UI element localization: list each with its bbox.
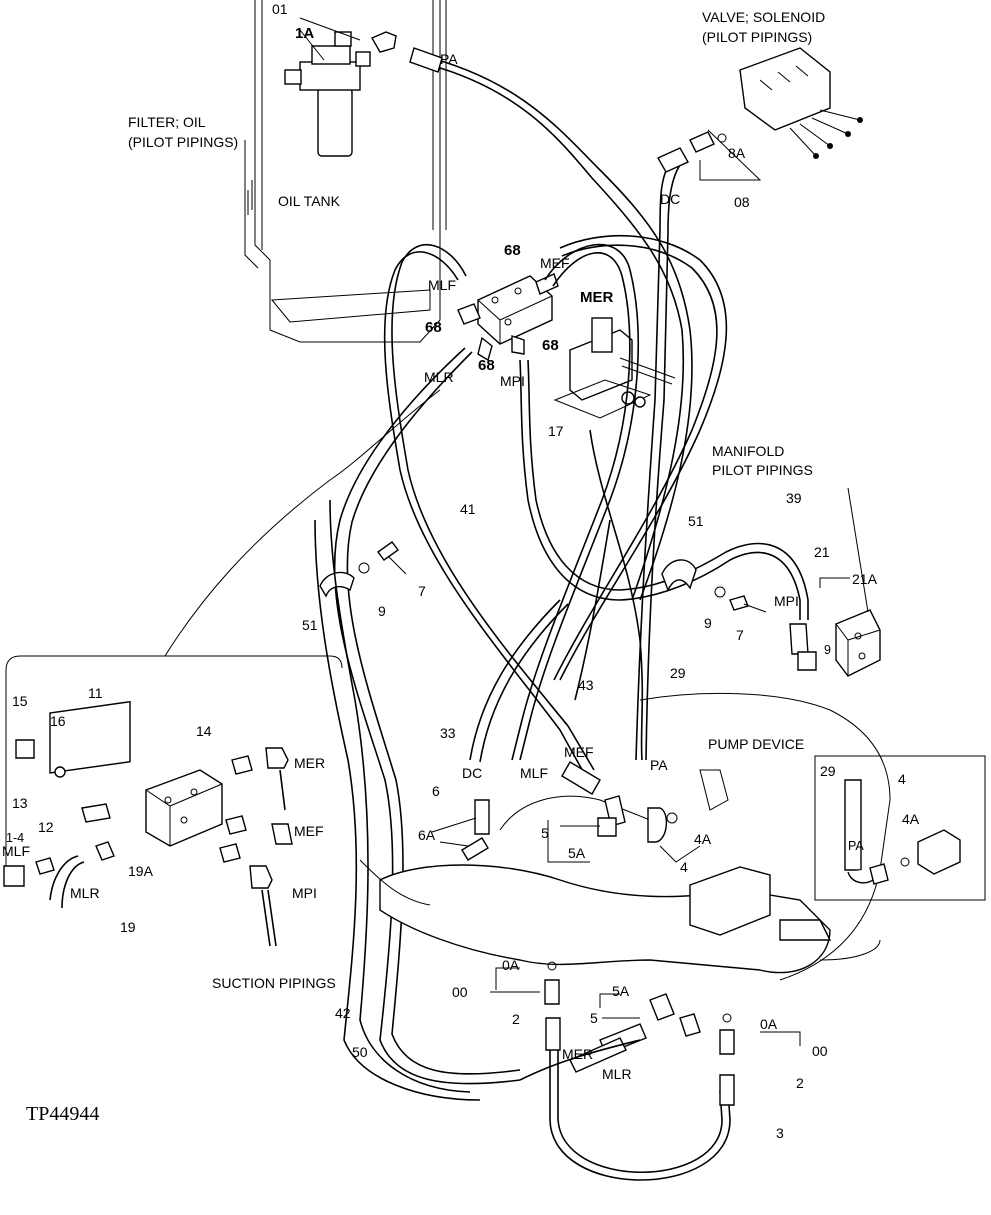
inset-callout-4A: 4A: [902, 811, 920, 827]
pump-device: [359, 692, 891, 981]
callout-MER-low: MER: [562, 1046, 593, 1062]
callout-68-d: 68: [542, 337, 559, 354]
callout-68-c: 68: [478, 357, 495, 374]
callout-33: 33: [440, 725, 456, 741]
callout-7-right: 7: [736, 627, 744, 643]
oil-filter: [284, 29, 397, 157]
detail-callout-13: 13: [12, 795, 28, 811]
callout-29: 29: [670, 665, 686, 681]
callout-7-left: 7: [418, 583, 426, 599]
callout-MEF-top: MEF: [540, 255, 570, 271]
filter-oil-label-1: FILTER; OIL: [128, 114, 206, 130]
detail-callout-MLR: MLR: [70, 885, 100, 901]
callout-0A-right: 0A: [760, 1016, 778, 1032]
oil-tank: [244, 0, 447, 343]
detail-callout-MPI: MPI: [292, 885, 317, 901]
center-manifold-block: [457, 273, 559, 362]
callout-MLF-mid: MLF: [520, 765, 548, 781]
callout-DC-top: DC: [660, 191, 680, 207]
manifold-block-21A: [789, 487, 881, 677]
callout-51-left: 51: [302, 617, 318, 633]
callout-50: 50: [352, 1044, 368, 1060]
callout-9-right: 9: [704, 615, 712, 631]
filter-oil-label-2: (PILOT PIPINGS): [128, 134, 238, 150]
oil-tank-label: OIL TANK: [278, 193, 341, 209]
pump-device-label: PUMP DEVICE: [708, 736, 804, 752]
callout-08: 08: [734, 194, 750, 210]
callout-51-right: 51: [688, 513, 704, 529]
callout-MEF-mid: MEF: [564, 744, 594, 760]
callout-21: 21: [814, 544, 830, 560]
callout-8A: 8A: [728, 145, 746, 161]
callout-PA-mid: PA: [650, 757, 668, 773]
callout-6A: 6A: [418, 827, 436, 843]
detail-callout-19: 19: [120, 919, 136, 935]
callout-MLR-low: MLR: [602, 1066, 632, 1082]
callout-5-low: 5: [590, 1010, 598, 1026]
mer-valve: [553, 317, 676, 419]
callout-5: 5: [541, 825, 549, 841]
callout-42: 42: [335, 1005, 351, 1021]
pump-detail-inset: [814, 755, 986, 901]
valve-solenoid-label-2: (PILOT PIPINGS): [702, 29, 812, 45]
detail-frame: [3, 389, 441, 947]
callout-MPI-right: MPI: [774, 593, 799, 609]
callout-3: 3: [776, 1125, 784, 1141]
callout-00-right: 00: [812, 1043, 828, 1059]
callout-9-left: 9: [378, 603, 386, 619]
valve-solenoid-label-1: VALVE; SOLENOID: [702, 9, 825, 25]
callout-68-b: 68: [425, 319, 442, 336]
figure-id: TP44944: [26, 1103, 99, 1125]
callout-6: 6: [432, 783, 440, 799]
callout-39: 39: [786, 490, 802, 506]
manifold-label-1: MANIFOLD: [712, 443, 784, 459]
detail-callout-14: 14: [196, 723, 212, 739]
detail-callout-19A: 19A: [128, 863, 154, 879]
inset-callout-4: 4: [898, 771, 906, 787]
callout-DC-mid: DC: [462, 765, 482, 781]
callout-2-left: 2: [512, 1011, 520, 1027]
callout-MPI-top: MPI: [500, 373, 525, 389]
suction-pipings-label: SUCTION PIPINGS: [212, 975, 336, 991]
callout-2-right: 2: [796, 1075, 804, 1091]
callout-0A-left: 0A: [502, 957, 520, 973]
callout-01: 01: [272, 1, 288, 17]
detail-callout-1-4: 1-4: [6, 831, 24, 845]
callout-PA-top: PA: [440, 51, 458, 67]
detail-callout-MLF: MLF: [2, 843, 30, 859]
callout-5A-low: 5A: [612, 983, 630, 999]
callout-17: 17: [548, 423, 564, 439]
inset-callout-29: 29: [820, 763, 836, 779]
solenoid-valve: [689, 47, 863, 159]
callout-00-left: 00: [452, 984, 468, 1000]
callout-41: 41: [460, 501, 476, 517]
callout-MLF-top: MLF: [428, 277, 456, 293]
detail-callout-MER: MER: [294, 755, 325, 771]
callout-4A: 4A: [694, 831, 712, 847]
detail-callout-MEF: MEF: [294, 823, 324, 839]
detail-callout-11: 11: [88, 685, 103, 701]
detail-callout-16: 16: [50, 713, 66, 729]
detail-callout-15: 15: [12, 693, 28, 709]
manifold-label-2: PILOT PIPINGS: [712, 462, 813, 478]
detail-callout-12: 12: [38, 819, 54, 835]
callout-MLR-top: MLR: [424, 369, 454, 385]
callout-5A: 5A: [568, 845, 586, 861]
inset-callout-PA: PA: [848, 839, 864, 853]
callout-21A: 21A: [852, 571, 878, 587]
callout-MER-top: MER: [580, 289, 614, 306]
callout-9-small: 9: [824, 643, 831, 657]
callout-1A: 1A: [295, 25, 314, 42]
callout-43: 43: [578, 677, 594, 693]
callout-68-a: 68: [504, 242, 521, 259]
callout-4: 4: [680, 859, 688, 875]
